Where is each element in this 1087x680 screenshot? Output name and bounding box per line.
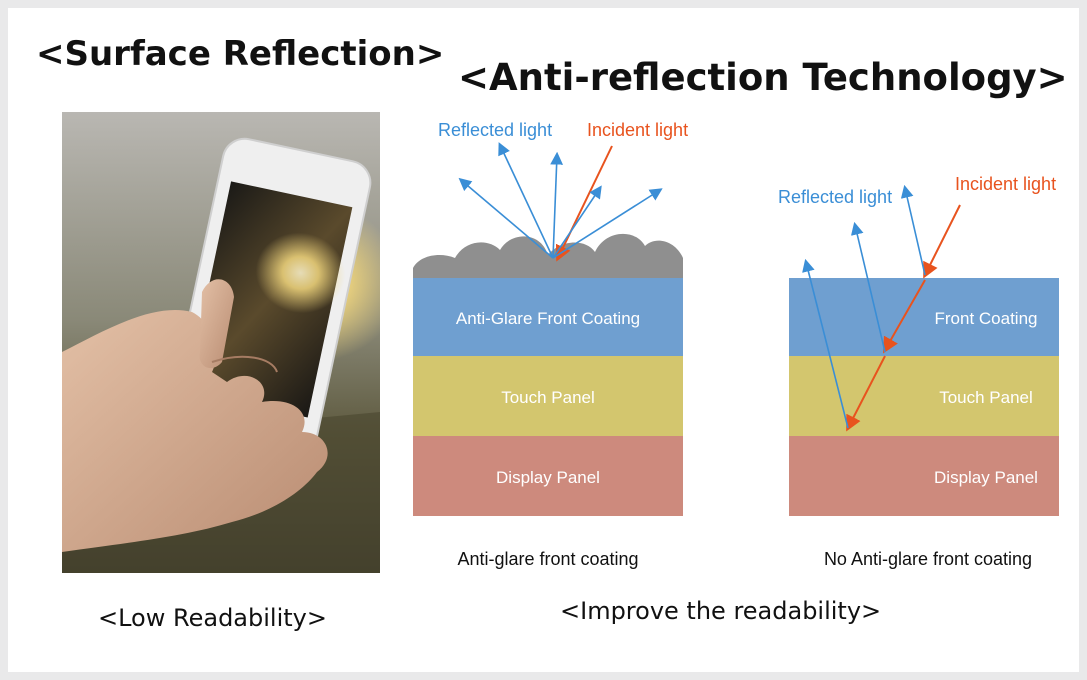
layer-label: Front Coating [935,309,1038,328]
layer-label: Touch Panel [939,388,1033,407]
left-panel: Reflected light Incident light Anti-Glar… [413,120,688,569]
front-coating-layer [789,278,1059,356]
reflected-arrow [552,188,663,259]
incident-arrow [556,145,613,262]
touch-panel-layer [789,356,1059,436]
rough-surface [413,233,683,278]
touch-panel-layer [413,356,683,436]
layer-label: Touch Panel [501,388,595,407]
incident-arrow [923,204,961,279]
layer-label: Display Panel [934,468,1038,487]
reflected-light-label: Reflected light [438,120,552,140]
display-panel-layer [413,436,683,516]
layer-label: Display Panel [496,468,600,487]
surface-reflection-title: <Surface Reflection> [36,34,445,74]
right-panel: Reflected light Incident light Front Coa… [778,174,1059,569]
reflected-arrow [458,177,554,259]
improve-readability-caption: <Improve the readability> [560,597,882,625]
reflected-light-label: Reflected light [778,187,892,207]
anti-reflection-title: <Anti-reflection Technology> [458,56,1068,99]
reflected-arrow [498,142,554,259]
left-diagram-caption: Anti-glare front coating [457,549,638,569]
incident-light-label: Incident light [955,174,1056,194]
incident-arrow [883,279,926,354]
reflected-arrow [802,258,849,429]
reflected-arrow [850,221,886,353]
low-readability-caption: <Low Readability> [98,604,327,632]
display-panel-layer [789,436,1059,516]
layer-label: Anti-Glare Front Coating [456,309,640,328]
reflected-arrow [552,185,602,259]
reflected-arrow [550,151,564,259]
phone-in-hand-photo [62,112,380,573]
reflected-arrow [900,184,926,276]
right-diagram-caption: No Anti-glare front coating [824,549,1032,569]
anti-glare-coating-layer [413,278,683,356]
incident-light-label: Incident light [587,120,688,140]
incident-arrow [846,355,886,432]
